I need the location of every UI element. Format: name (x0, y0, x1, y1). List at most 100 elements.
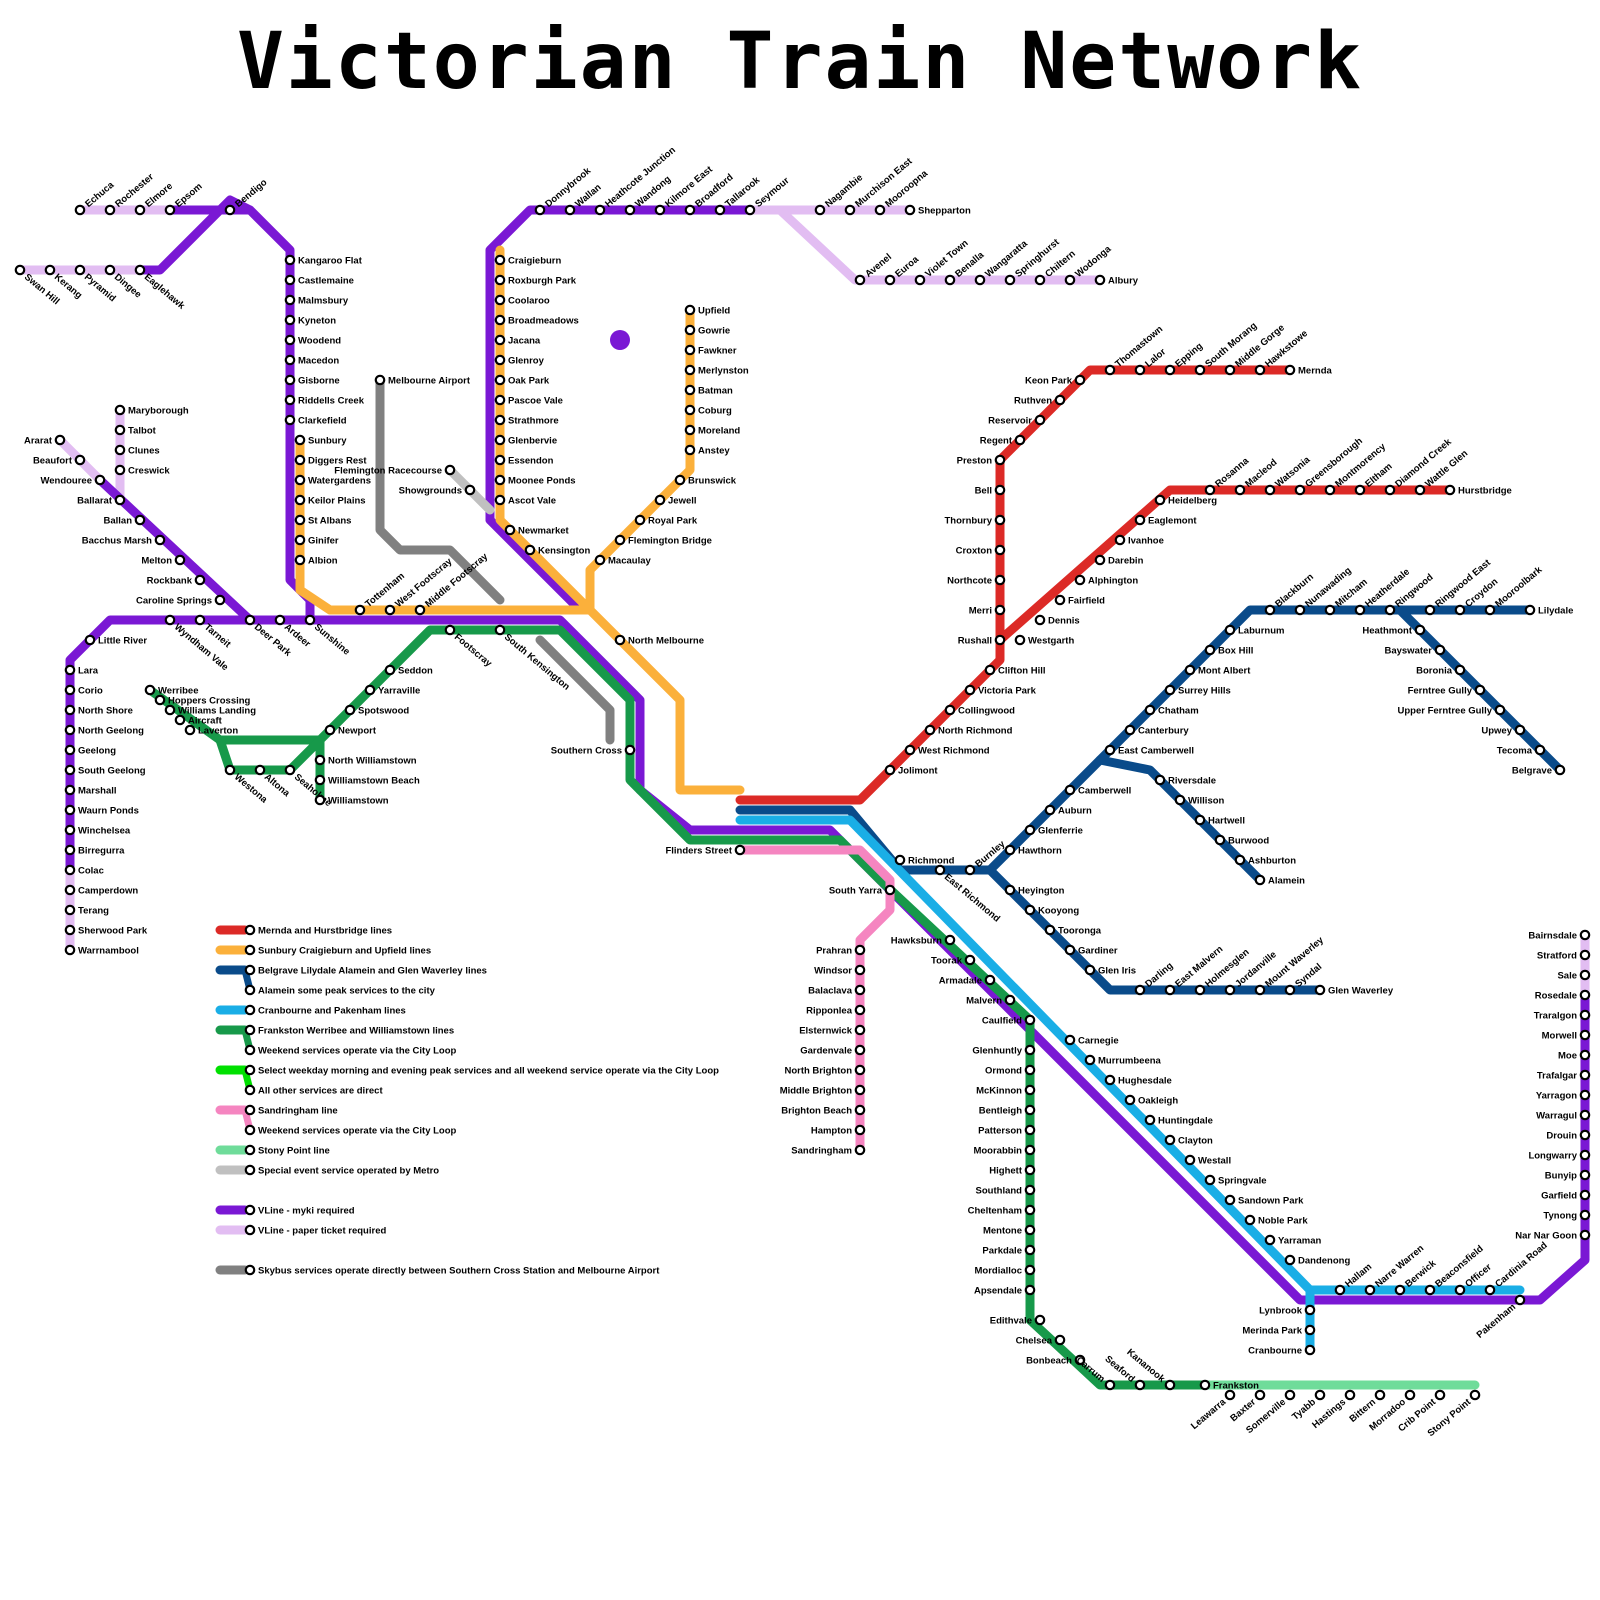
station-marker[interactable] (1076, 576, 1084, 584)
station[interactable]: South Geelong (66, 766, 146, 777)
station-marker[interactable] (1581, 1211, 1589, 1219)
station-marker[interactable] (936, 866, 944, 874)
station-marker[interactable] (1226, 366, 1234, 374)
station-marker[interactable] (1026, 1086, 1034, 1094)
station-marker[interactable] (1581, 1151, 1589, 1159)
station[interactable]: Melbourne Airport (376, 376, 471, 387)
station-marker[interactable] (1296, 606, 1304, 614)
station-marker[interactable] (1086, 1056, 1094, 1064)
station-marker[interactable] (446, 626, 454, 634)
station-marker[interactable] (286, 256, 294, 264)
station-marker[interactable] (1486, 606, 1494, 614)
station-marker[interactable] (526, 546, 534, 554)
station-marker[interactable] (496, 626, 504, 634)
station-marker[interactable] (1471, 1391, 1479, 1399)
station-marker[interactable] (1581, 1111, 1589, 1119)
station-marker[interactable] (1016, 636, 1024, 644)
station-marker[interactable] (1166, 1381, 1174, 1389)
station[interactable]: Merri (969, 606, 1004, 617)
station-marker[interactable] (1026, 1286, 1034, 1294)
station-marker[interactable] (86, 636, 94, 644)
station-marker[interactable] (1026, 1146, 1034, 1154)
station-marker[interactable] (376, 376, 384, 384)
station-marker[interactable] (1096, 276, 1104, 284)
station-marker[interactable] (1216, 836, 1224, 844)
station-marker[interactable] (1536, 746, 1544, 754)
station-marker[interactable] (496, 296, 504, 304)
station-marker[interactable] (1376, 1391, 1384, 1399)
station-marker[interactable] (1581, 971, 1589, 979)
station-marker[interactable] (1416, 626, 1424, 634)
station-marker[interactable] (856, 1066, 864, 1074)
station-marker[interactable] (1126, 726, 1134, 734)
station-marker[interactable] (996, 606, 1004, 614)
station[interactable]: Moonee Ponds (496, 476, 576, 487)
station-marker[interactable] (1436, 646, 1444, 654)
station-marker[interactable] (136, 206, 144, 214)
station-marker[interactable] (1236, 486, 1244, 494)
station-marker[interactable] (856, 1046, 864, 1054)
station-marker[interactable] (496, 336, 504, 344)
station-marker[interactable] (616, 536, 624, 544)
station-marker[interactable] (1046, 806, 1054, 814)
station-marker[interactable] (686, 206, 694, 214)
station-marker[interactable] (626, 206, 634, 214)
station[interactable]: Broadmeadows (496, 316, 579, 327)
station-marker[interactable] (1006, 846, 1014, 854)
station-marker[interactable] (1316, 986, 1324, 994)
station-marker[interactable] (656, 496, 664, 504)
station-marker[interactable] (1526, 606, 1534, 614)
station-marker[interactable] (496, 436, 504, 444)
station-marker[interactable] (1226, 986, 1234, 994)
station-marker[interactable] (846, 206, 854, 214)
station-marker[interactable] (996, 456, 1004, 464)
station-marker[interactable] (296, 516, 304, 524)
station-marker[interactable] (1581, 1091, 1589, 1099)
station-marker[interactable] (1066, 786, 1074, 794)
station-marker[interactable] (686, 426, 694, 434)
station-marker[interactable] (1236, 856, 1244, 864)
station-marker[interactable] (286, 276, 294, 284)
station-marker[interactable] (1581, 951, 1589, 959)
station-marker[interactable] (226, 206, 234, 214)
station[interactable]: Moe (1558, 1051, 1589, 1062)
station-marker[interactable] (1136, 986, 1144, 994)
station-marker[interactable] (496, 476, 504, 484)
station-marker[interactable] (856, 276, 864, 284)
station[interactable]: Sale (1557, 971, 1589, 982)
station[interactable]: North Williamstown (316, 756, 417, 767)
station-marker[interactable] (1456, 666, 1464, 674)
station[interactable]: Sandown Park (1226, 1196, 1304, 1207)
station-marker[interactable] (66, 886, 74, 894)
station-marker[interactable] (76, 456, 84, 464)
station[interactable]: Flemington Racecourse (334, 466, 454, 477)
station-marker[interactable] (986, 976, 994, 984)
station-marker[interactable] (1026, 1206, 1034, 1214)
station-marker[interactable] (1581, 991, 1589, 999)
station-marker[interactable] (1336, 1286, 1344, 1294)
station-marker[interactable] (976, 276, 984, 284)
station-marker[interactable] (1516, 1296, 1524, 1304)
station-marker[interactable] (326, 726, 334, 734)
station-marker[interactable] (286, 336, 294, 344)
station-marker[interactable] (296, 536, 304, 544)
station-marker[interactable] (1066, 276, 1074, 284)
station-marker[interactable] (1486, 1286, 1494, 1294)
station-marker[interactable] (1406, 1391, 1414, 1399)
station-marker[interactable] (1166, 686, 1174, 694)
station-marker[interactable] (66, 726, 74, 734)
station-marker[interactable] (1201, 1381, 1209, 1389)
station-marker[interactable] (1436, 1391, 1444, 1399)
station-marker[interactable] (66, 946, 74, 954)
station-marker[interactable] (1026, 1226, 1034, 1234)
station-marker[interactable] (1146, 706, 1154, 714)
station[interactable]: Flemington Bridge (616, 536, 712, 547)
station[interactable]: North Richmond (926, 726, 1013, 737)
station-marker[interactable] (856, 1006, 864, 1014)
station[interactable]: Talbot (116, 426, 157, 437)
station-marker[interactable] (686, 406, 694, 414)
station-marker[interactable] (746, 206, 754, 214)
station[interactable]: Albion (296, 556, 338, 567)
station-marker[interactable] (1196, 986, 1204, 994)
station-marker[interactable] (736, 846, 744, 854)
